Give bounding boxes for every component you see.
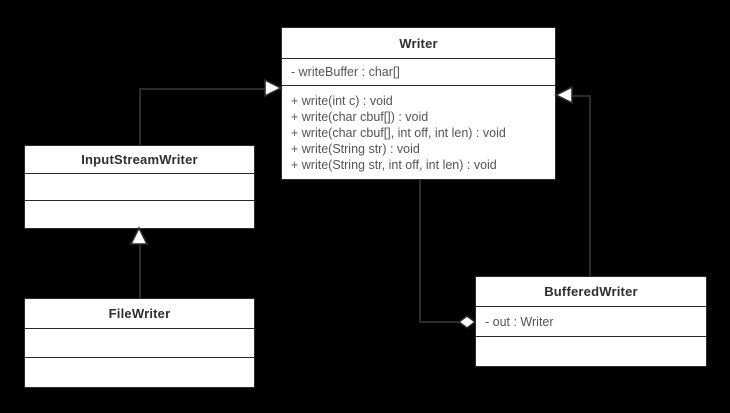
generalization-arrowhead-writer-left bbox=[264, 78, 283, 98]
class-box-inputstreamwriter[interactable]: InputStreamWriter bbox=[24, 145, 255, 229]
edge-bufferedwriter-to-writer-horizontal bbox=[572, 95, 590, 97]
method-write-int: + write(int c) : void bbox=[291, 93, 393, 108]
attribute-out: - out : Writer bbox=[485, 314, 554, 329]
class-attributes-bufferedwriter: - out : Writer bbox=[476, 307, 706, 337]
edge-inputstreamwriter-to-writer-vertical bbox=[139, 88, 141, 146]
aggregation-diamond-bufferedwriter bbox=[458, 315, 477, 329]
edge-bufferedwriter-to-writer-vertical bbox=[589, 95, 591, 277]
class-methods-filewriter bbox=[25, 358, 254, 387]
class-name-filewriter: FileWriter bbox=[25, 299, 254, 329]
class-name-writer: Writer bbox=[282, 28, 555, 59]
class-name-inputstreamwriter: InputStreamWriter bbox=[25, 146, 254, 174]
method-write-string: + write(String str) : void bbox=[291, 141, 420, 156]
class-methods-bufferedwriter bbox=[476, 337, 706, 366]
edge-aggregation-horizontal bbox=[419, 321, 462, 323]
class-box-bufferedwriter[interactable]: BufferedWriter - out : Writer bbox=[475, 276, 707, 367]
method-write-string-off-len: + write(String str, int off, int len) : … bbox=[291, 157, 497, 172]
edge-filewriter-to-inputstreamwriter bbox=[139, 240, 141, 299]
class-attributes-inputstreamwriter bbox=[25, 174, 254, 201]
method-write-charbuf: + write(char cbuf[]) : void bbox=[291, 109, 429, 124]
class-methods-inputstreamwriter bbox=[25, 201, 254, 228]
class-name-bufferedwriter: BufferedWriter bbox=[476, 277, 706, 307]
class-attributes-filewriter bbox=[25, 329, 254, 358]
edge-inputstreamwriter-to-writer-horizontal bbox=[139, 88, 267, 90]
class-methods-writer: + write(int c) : void + write(char cbuf[… bbox=[282, 86, 555, 179]
method-write-charbuf-off-len: + write(char cbuf[], int off, int len) :… bbox=[291, 125, 506, 140]
generalization-arrowhead-inputstreamwriter-bottom bbox=[129, 226, 149, 245]
attribute-writebuffer: - writeBuffer : char[] bbox=[291, 65, 400, 79]
class-box-writer[interactable]: Writer - writeBuffer : char[] + write(in… bbox=[281, 27, 556, 180]
class-box-filewriter[interactable]: FileWriter bbox=[24, 298, 255, 388]
generalization-arrowhead-writer-right bbox=[554, 85, 573, 105]
edge-aggregation-vertical bbox=[419, 180, 421, 322]
class-attributes-writer: - writeBuffer : char[] bbox=[282, 59, 555, 86]
